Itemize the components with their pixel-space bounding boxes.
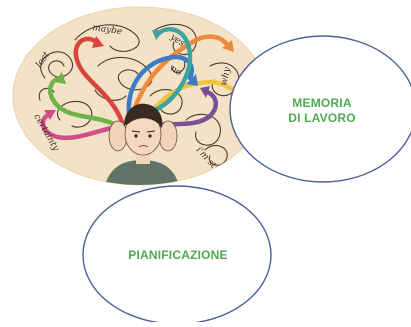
memoria-line1: MEMORIA <box>292 96 352 110</box>
stressed-person <box>104 103 180 185</box>
pink-arrow <box>40 111 115 141</box>
red-arrow <box>73 36 125 125</box>
pianificazione-label: PIANIFICAZIONE <box>128 248 228 262</box>
person-hair <box>124 103 163 128</box>
memoria-di-lavoro-label: MEMORIA DI LAVORO <box>266 96 378 126</box>
memoria-bubble-shape <box>229 35 411 183</box>
person-shirt <box>104 160 180 185</box>
word-why: why <box>219 65 233 86</box>
teal-arrow <box>147 26 193 115</box>
word-maybe: maybe <box>92 23 123 37</box>
confusion-illustration: lost maybe yes no why certainty i'm stuc… <box>12 6 268 186</box>
orange-arrow <box>129 34 231 121</box>
green-arrow <box>47 75 121 129</box>
memoria-line2: DI LAVORO <box>288 111 356 125</box>
